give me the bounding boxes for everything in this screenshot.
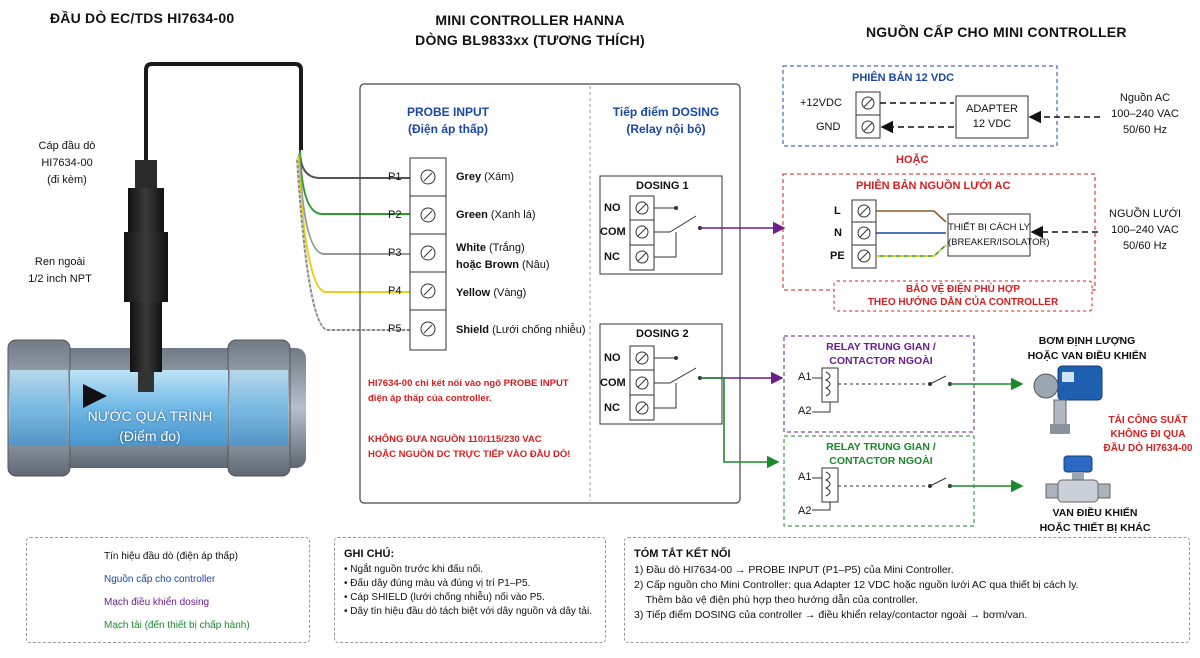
pin-p5: P5 — [388, 323, 402, 335]
dosing2-block — [599, 323, 784, 469]
dosing2-com: COM — [600, 377, 626, 389]
summary-title: TÓM TẮT KẾT NỐI — [634, 548, 731, 560]
summary-item: 3) Tiếp điểm DOSING của controller → điề… — [634, 609, 1028, 621]
legend-probe-signal: Tín hiệu đầu dò (điện áp thấp) — [104, 551, 238, 562]
terminal-p3-label: White (Trắng) hoặc Brown (Nâu) — [456, 242, 550, 271]
dosing2-title: DOSING 2 — [636, 328, 689, 340]
cable-label: Cáp đầu dò HI7634-00 (đi kèm) — [38, 140, 96, 186]
isolator-label: THIẾT BỊ CÁCH LY (BREAKER/ISOLATOR) — [948, 222, 1050, 248]
adapter-label: ADAPTER 12 VDC — [966, 103, 1018, 130]
terminal-p4-label: Yellow (Vàng) — [456, 287, 527, 299]
note-item: • Đấu dây đúng màu và đúng vị trí P1–P5. — [344, 578, 531, 589]
relay1-a2: A2 — [798, 405, 812, 417]
notes-content: GHI CHÚ: • Ngắt nguồn trước khi đấu nối.… — [344, 546, 592, 619]
summary-item: 2) Cấp nguồn cho Mini Controller: qua Ad… — [634, 579, 1079, 591]
ac-n-label: N — [834, 227, 842, 239]
relay2-a2: A2 — [798, 505, 812, 517]
dc-v12-label: +12VDC — [800, 97, 842, 109]
dosing1-title: DOSING 1 — [636, 180, 689, 192]
terminal-p5-label: Shield (Lưới chống nhiễu) — [456, 324, 586, 336]
legend-controller-power: Nguồn cấp cho controller — [104, 574, 216, 585]
dc-ac-source-label: Nguồn AC 100–240 VAC 50/60 Hz — [1111, 92, 1179, 136]
controller-title: MINI CONTROLLER HANNA DÒNG BL9833xx (TƯƠ… — [415, 12, 645, 48]
dc-version-title: PHIÊN BẢN 12 VDC — [852, 72, 955, 84]
probe-terminal-block — [409, 157, 447, 351]
dosing-contacts-title: Tiếp điểm DOSING (Relay nội bộ) — [612, 105, 720, 136]
summary-item: Thêm bảo vệ điện phù hợp theo hướng dẫn … — [634, 594, 918, 606]
load-warning: TẢI CÔNG SUẤT KHÔNG ĐI QUA ĐẦU DÒ HI7634… — [1103, 415, 1193, 454]
control-valve-icon — [1045, 455, 1111, 503]
relay2-a1: A1 — [798, 471, 812, 483]
ac-version-title: PHIÊN BẢN NGUỒN LƯỚI AC — [856, 180, 1011, 192]
dc-power-block — [782, 65, 1100, 147]
dosing1-com: COM — [600, 226, 626, 238]
relay2-title: RELAY TRUNG GIAN / CONTACTOR NGOÀI — [826, 441, 936, 467]
pump-label: BƠM ĐỊNH LƯỢNG HOẶC VAN ĐIỀU KHIỂN — [1027, 335, 1147, 362]
process-pipe — [7, 339, 306, 477]
dosing1-nc: NC — [604, 251, 620, 263]
terminal-p1-label: Grey (Xám) — [456, 171, 515, 183]
relay2-block — [783, 435, 1024, 527]
note-item: • Ngắt nguồn trước khi đấu nối. — [344, 564, 484, 575]
pin-p4: P4 — [388, 285, 402, 297]
or-label: HOẶC — [896, 154, 929, 166]
note-item: • Dây tín hiệu đầu dò tách biệt với dây … — [344, 606, 592, 617]
summary-content: TÓM TẮT KẾT NỐI 1) Đầu dò HI7634-00 → PR… — [634, 546, 1078, 623]
ac-power-block — [782, 173, 1098, 312]
probe-input-title: PROBE INPUT (Điện áp thấp) — [406, 105, 489, 136]
relay1-block — [783, 335, 1024, 433]
notes-title: GHI CHÚ: — [344, 548, 395, 560]
probe-body — [124, 62, 303, 392]
probe-input-warning: HI7634-00 chỉ kết nối vào ngõ PROBE INPU… — [368, 378, 569, 404]
probe-title: ĐẦU DÒ EC/TDS HI7634-00 — [50, 10, 235, 26]
legend-load-circuit: Mạch tải (đến thiết bị chấp hành) — [104, 620, 250, 631]
mains-source-label: NGUỒN LƯỚI 100–240 VAC 50/60 Hz — [1109, 208, 1181, 252]
summary-item: 1) Đầu dò HI7634-00 → PROBE INPUT (P1–P5… — [634, 564, 954, 576]
dosing2-nc: NC — [604, 402, 620, 414]
legend-box — [26, 537, 310, 643]
dosing1-block — [599, 175, 786, 275]
protection-note: BẢO VỆ ĐIỆN PHÙ HỢP THEO HƯỚNG DẪN CỦA C… — [867, 284, 1059, 308]
process-water-label: NƯỚC QUÁ TRÌNH (Điểm đo) — [87, 408, 213, 444]
power-title: NGUỒN CẤP CHO MINI CONTROLLER — [866, 24, 1127, 40]
thread-label: Ren ngoài 1/2 inch NPT — [28, 256, 92, 285]
summary-box — [624, 537, 1190, 643]
note-item: • Cáp SHIELD (lưới chống nhiễu) nối vào … — [344, 592, 545, 603]
ac-pe-label: PE — [830, 250, 845, 262]
legend-dosing-control: Mạch điều khiển dosing — [104, 597, 210, 608]
pin-p1: P1 — [388, 171, 402, 183]
terminal-p2-label: Green (Xanh lá) — [456, 209, 536, 221]
legend-items: Tín hiệu đầu dò (điện áp thấp) Nguồn cấp… — [104, 545, 250, 637]
pin-p2: P2 — [388, 209, 402, 221]
relay1-a1: A1 — [798, 371, 812, 383]
valve-label: VAN ĐIỀU KHIỂN HOẶC THIẾT BỊ KHÁC — [1039, 507, 1151, 534]
voltage-warning: KHÔNG ĐƯA NGUỒN 110/115/230 VAC HOẶC NGU… — [368, 434, 571, 460]
pin-p3: P3 — [388, 247, 402, 259]
dc-gnd-label: GND — [816, 121, 841, 133]
dosing1-no: NO — [604, 202, 621, 214]
controller-outline — [359, 83, 741, 504]
dosing2-no: NO — [604, 352, 621, 364]
relay1-title: RELAY TRUNG GIAN / CONTACTOR NGOÀI — [826, 341, 936, 367]
dosing-pump-icon — [1033, 365, 1103, 434]
notes-box — [334, 537, 606, 643]
probe-wires — [296, 149, 412, 331]
ac-l-label: L — [834, 205, 841, 217]
